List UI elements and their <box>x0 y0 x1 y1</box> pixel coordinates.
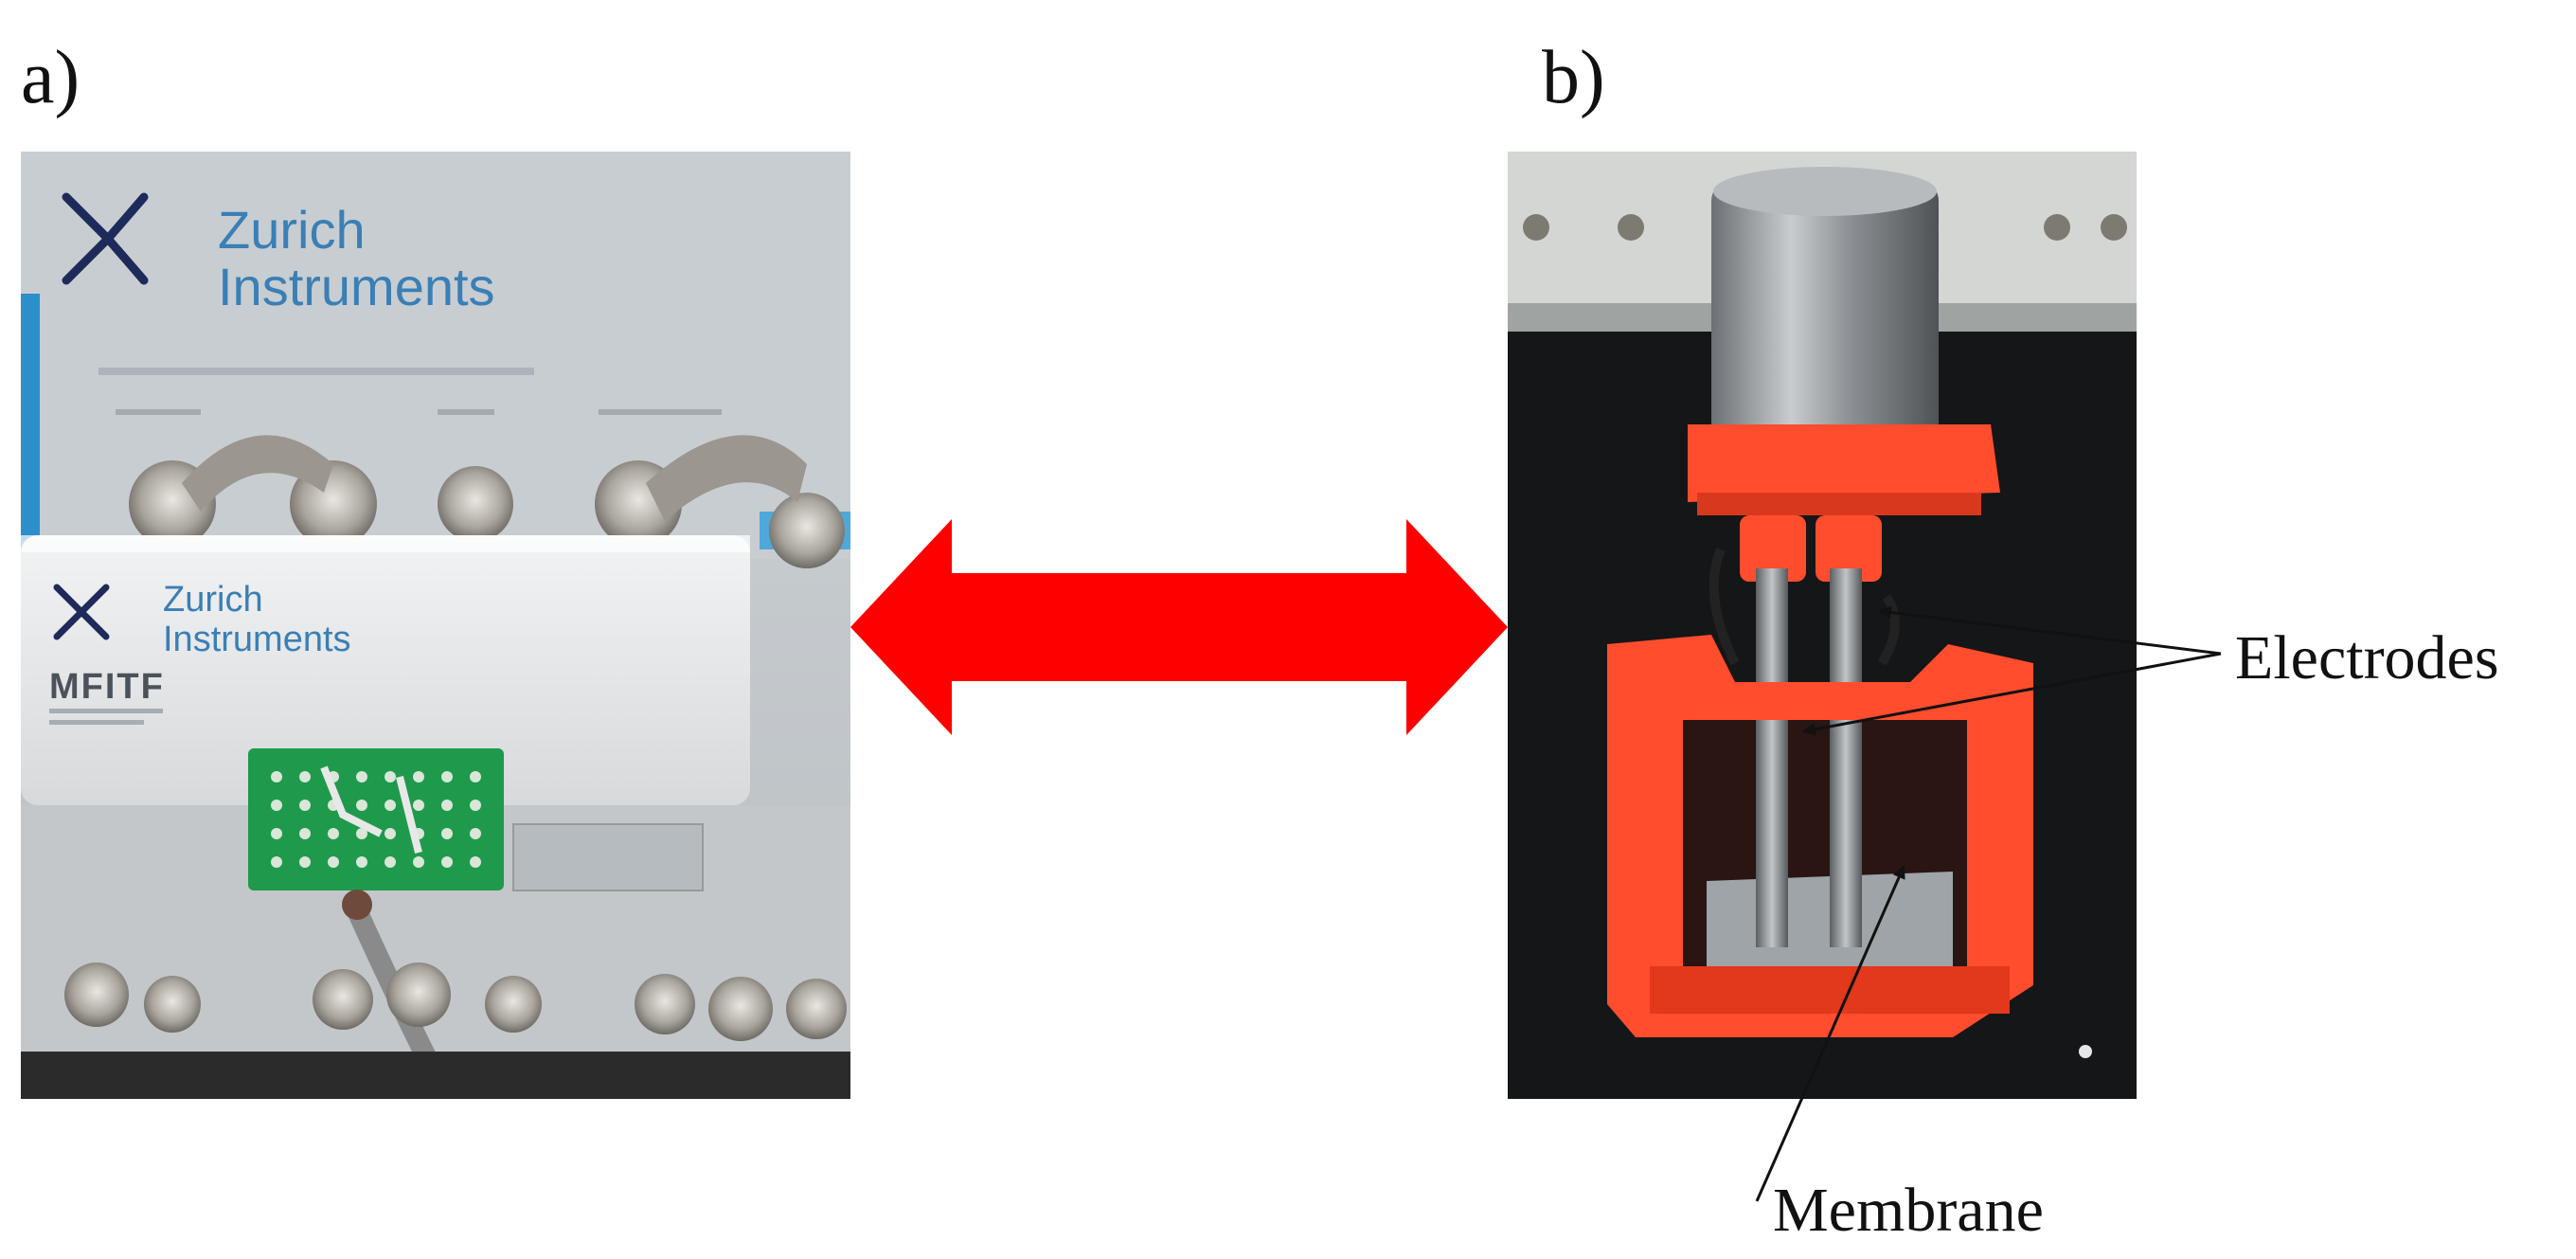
box-brand-line1: Zurich <box>163 580 263 620</box>
zurich-instruments-logo-icon <box>62 192 149 285</box>
device-model-label: MFITF <box>49 667 165 707</box>
box-brand-line2: Instruments <box>163 620 351 659</box>
device-brand-line2: Instruments <box>218 257 495 316</box>
electrodes-label: Electrodes <box>2235 623 2499 692</box>
panel-label-b: b) <box>1542 36 1605 119</box>
photo-zurich-instruments-device: Zurich Instruments Zurich Instruments MF… <box>21 152 850 1099</box>
panel-label-a: a) <box>21 36 80 119</box>
membrane-label: Membrane <box>1773 1176 2044 1245</box>
device-brand-line1: Zurich <box>218 200 366 260</box>
photo-electrode-holder <box>1508 152 2137 1099</box>
